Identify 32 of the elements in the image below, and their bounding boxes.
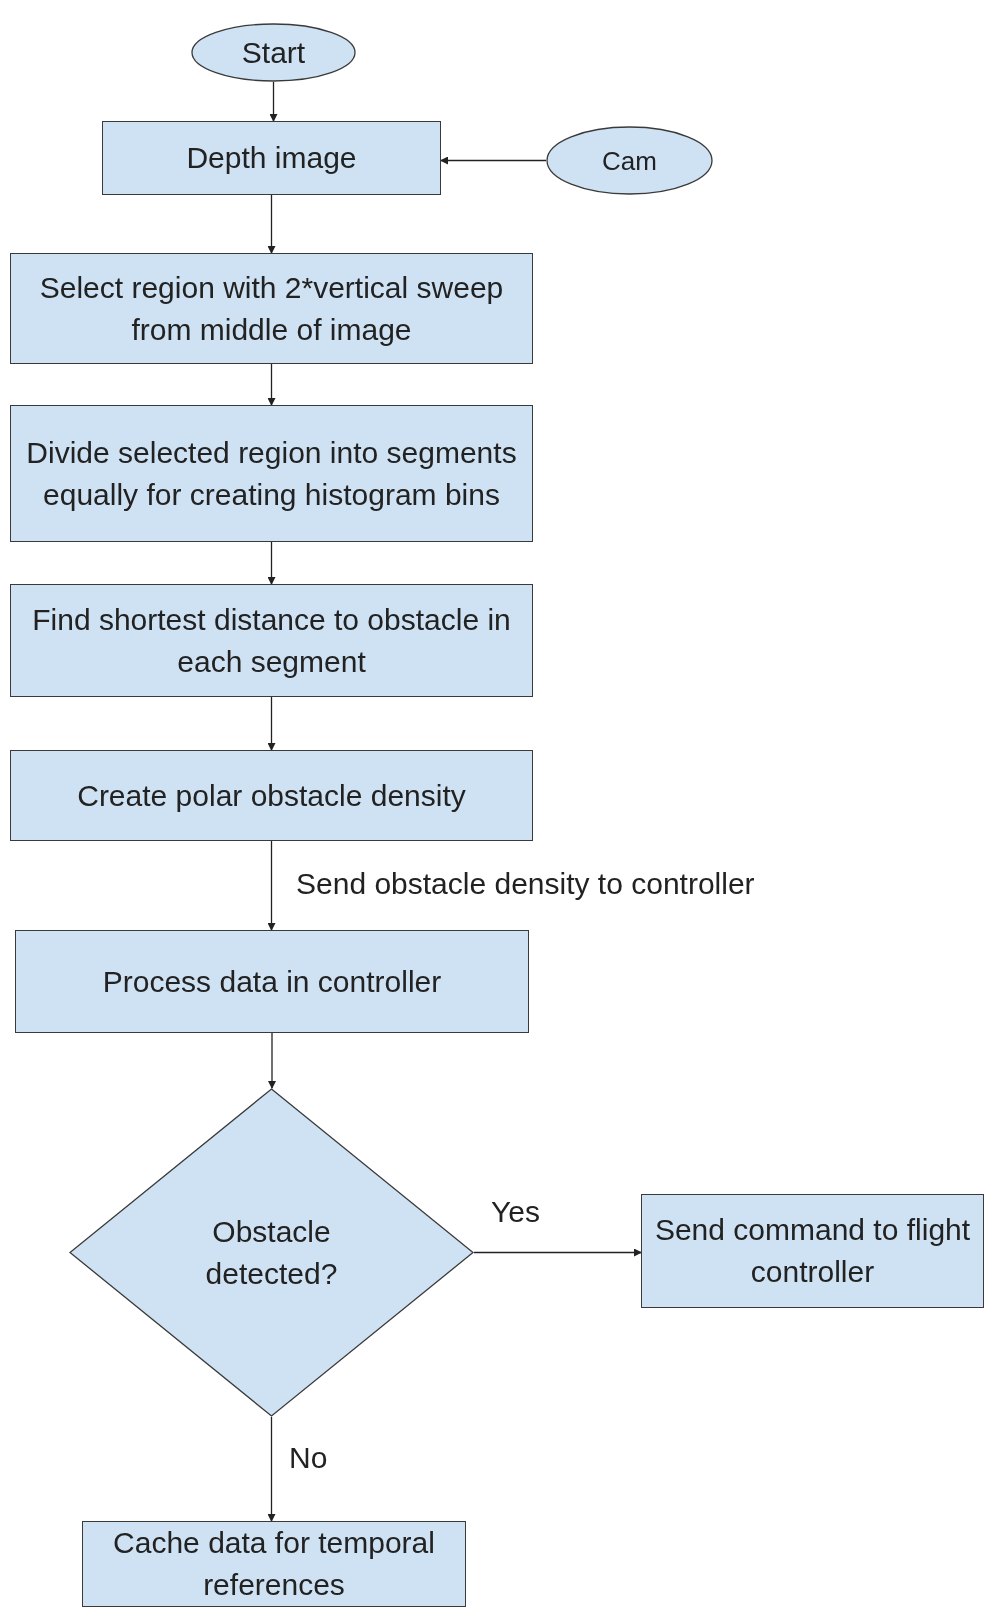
arrow xyxy=(268,1032,276,1089)
arrow xyxy=(267,194,276,254)
node-text: Divide selected region into segments equally for creating histogram bins xyxy=(25,434,518,513)
node-text: Send command to flight controller xyxy=(654,1212,971,1290)
node-text: Select region with 2*vertical sweep from middle of image xyxy=(38,269,505,348)
terminal-ellipse xyxy=(546,126,713,195)
process-box xyxy=(102,121,441,195)
node-text: Find shortest distance to obstacle in each segment xyxy=(31,601,512,680)
node-text: Cache data for temporal references xyxy=(112,1525,436,1603)
arrow xyxy=(269,81,278,122)
process-box xyxy=(10,405,533,542)
process-box xyxy=(15,930,529,1033)
process-box xyxy=(82,1521,466,1607)
arrow xyxy=(267,840,276,931)
process-box xyxy=(10,253,533,364)
node-text: Depth image xyxy=(186,140,357,176)
node-text: Process data in controller xyxy=(102,963,442,1000)
terminal-ellipse xyxy=(191,23,356,82)
node-text: Cam xyxy=(602,145,657,176)
node-text: Create polar obstacle density xyxy=(77,777,466,814)
node-text: Obstacle detected? xyxy=(204,1213,339,1292)
arrow xyxy=(267,696,276,751)
arrow xyxy=(267,1416,276,1522)
process-box xyxy=(10,750,533,841)
arrow xyxy=(440,156,547,165)
arrow xyxy=(473,1248,642,1257)
process-box xyxy=(641,1194,984,1308)
decision-diamond xyxy=(69,1088,474,1417)
node-text: Start xyxy=(241,34,306,71)
arrow xyxy=(267,363,276,406)
process-box xyxy=(10,584,533,697)
arrow xyxy=(267,541,276,585)
